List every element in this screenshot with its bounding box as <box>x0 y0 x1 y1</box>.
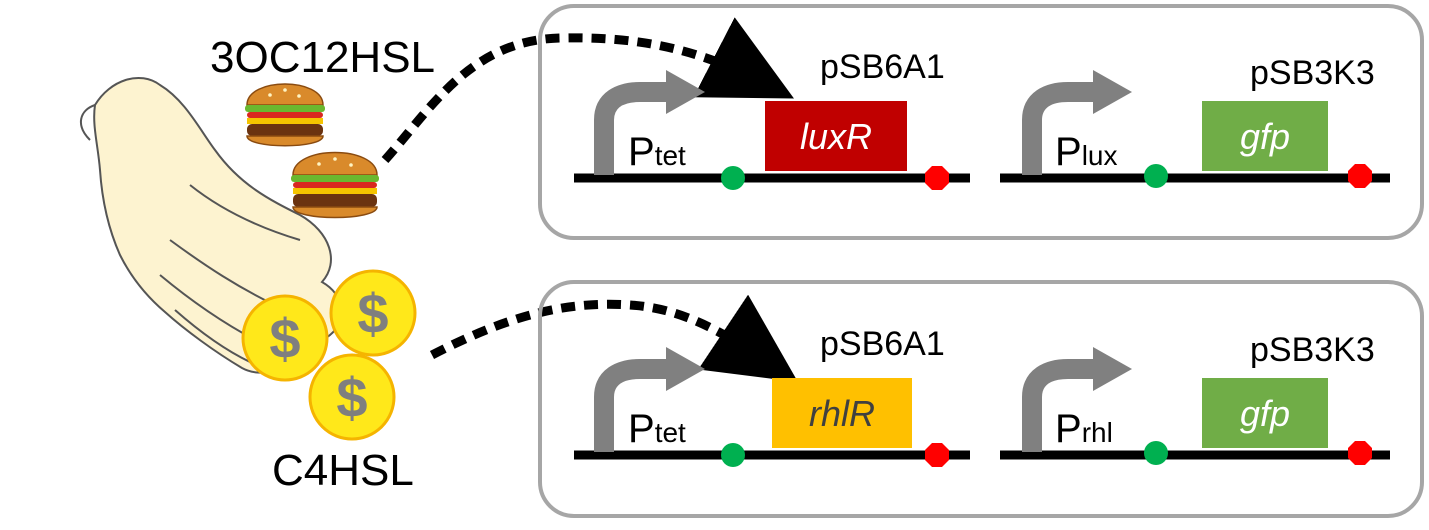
terminator-octagon <box>925 443 949 467</box>
signal-label-c4hsl: C4HSL <box>272 446 414 495</box>
dashed-arrow-top <box>381 17 794 164</box>
promoter-label: Ptet <box>628 130 686 174</box>
gene-box-luxr <box>765 101 907 171</box>
gene-label: rhlR <box>809 393 875 434</box>
promoter-arrow <box>594 82 668 175</box>
rbs-dot <box>721 443 745 467</box>
burger-icon <box>245 83 379 219</box>
promoter-arrowhead <box>1093 347 1132 391</box>
terminator-octagon <box>1348 164 1372 188</box>
signal-label-3oc12hsl: 3OC12HSL <box>210 33 435 82</box>
gene-label: gfp <box>1240 393 1290 434</box>
coin-symbol: $ <box>336 366 367 429</box>
plasmid-label: pSB6A1 <box>820 48 945 86</box>
promoter-arrow <box>594 359 668 452</box>
terminator-octagon <box>925 166 949 190</box>
promoter-arrowhead <box>666 70 705 114</box>
coin-icon: $ $ $ <box>241 269 417 441</box>
gene-label: gfp <box>1240 116 1290 157</box>
coin-symbol: $ <box>357 282 388 345</box>
construct-box-2: Ptet rhlR pSB6A1 Prhl gfp pSB3K3 <box>538 280 1424 518</box>
plasmid-label: pSB3K3 <box>1250 54 1375 92</box>
plasmid-label: pSB3K3 <box>1250 331 1375 369</box>
coin-symbol: $ <box>269 307 300 370</box>
construct-box-1: Ptet luxR pSB6A1 Plux gfp pSB3K3 <box>538 4 1424 240</box>
plasmid-label: pSB6A1 <box>820 325 945 363</box>
promoter-arrow <box>1022 359 1095 452</box>
promoter-label: Plux <box>1055 130 1117 174</box>
terminator-octagon <box>1348 441 1372 465</box>
promoter-arrowhead <box>1093 70 1132 114</box>
promoter-arrow <box>1022 82 1095 175</box>
gene-box-gfp <box>1202 378 1328 448</box>
gene-label: luxR <box>800 116 872 157</box>
dashed-arrow-bottom <box>429 294 798 382</box>
promoter-arrowhead <box>666 347 705 391</box>
gene-box-gfp <box>1202 101 1328 171</box>
rbs-dot <box>721 166 745 190</box>
rbs-dot <box>1144 441 1168 465</box>
rbs-dot <box>1144 164 1168 188</box>
promoter-label: Prhl <box>1055 407 1113 451</box>
gene-box-rhlr <box>772 378 912 448</box>
promoter-label: Ptet <box>628 407 686 451</box>
